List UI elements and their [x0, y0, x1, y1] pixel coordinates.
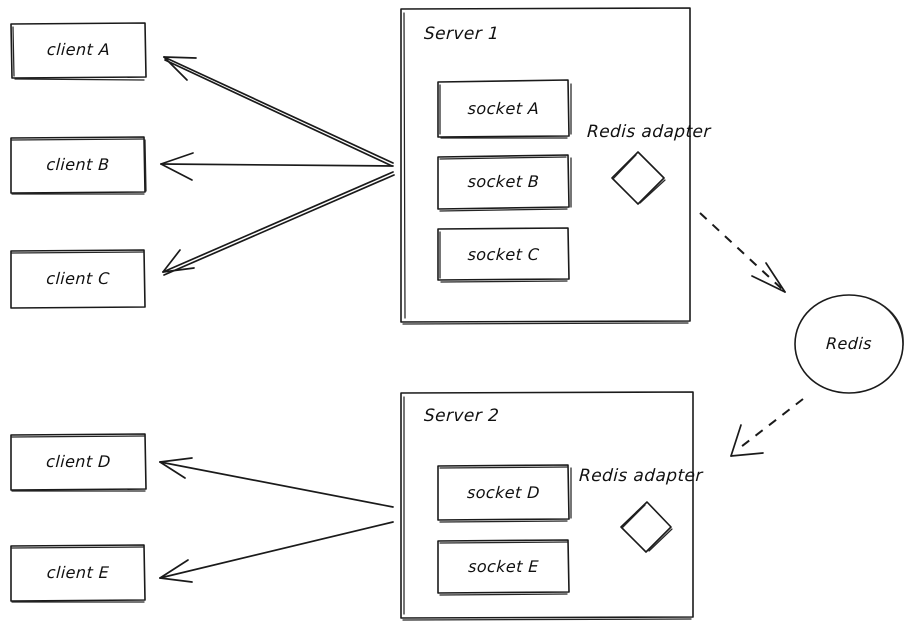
- client-label-client-c: client C: [45, 269, 111, 288]
- client-label-client-e: client E: [46, 563, 110, 582]
- client-box-client-b[interactable]: [10, 136, 147, 195]
- socket-label-socket-e: socket E: [467, 557, 540, 576]
- client-box-client-d[interactable]: [10, 433, 147, 492]
- arrow-server1-adapter-to-redis: [699, 212, 786, 293]
- client-box-client-e[interactable]: [10, 544, 146, 603]
- socket-label-socket-a: socket A: [467, 99, 540, 118]
- client-label-client-d: client D: [45, 452, 112, 471]
- redis-store-label: Redis: [825, 334, 873, 353]
- socket-box-socket-e[interactable]: [437, 539, 570, 596]
- adapter-diamond-server-1[interactable]: [611, 151, 666, 205]
- socket-box-socket-d[interactable]: [437, 464, 572, 523]
- socket-label-socket-d: socket D: [466, 483, 541, 502]
- socket-label-socket-b: socket B: [467, 172, 540, 191]
- adapter-label-server-2: Redis adapter: [578, 466, 704, 486]
- arrow-server1-to-client-b: [160, 152, 394, 181]
- socket-box-socket-b[interactable]: [437, 154, 572, 212]
- arrow-server2-to-client-d: [159, 457, 394, 508]
- redis-store-circle[interactable]: [794, 294, 904, 394]
- client-label-client-a: client A: [46, 40, 111, 59]
- socket-box-socket-a[interactable]: [437, 79, 572, 139]
- socket-label-socket-c: socket C: [467, 245, 540, 264]
- adapter-label-server-1: Redis adapter: [586, 122, 712, 142]
- adapter-diamond-server-2[interactable]: [620, 501, 673, 553]
- arrow-redis-to-server2-adapter: [730, 398, 804, 457]
- server-title-server-1: Server 1: [423, 24, 500, 44]
- arrow-server2-to-client-e: [159, 521, 394, 583]
- client-box-client-c[interactable]: [10, 249, 146, 309]
- client-box-client-a[interactable]: [10, 22, 147, 81]
- socket-box-socket-c[interactable]: [437, 227, 570, 283]
- server-title-server-2: Server 2: [423, 406, 500, 426]
- arrow-server1-to-client-a: [163, 56, 394, 167]
- client-label-client-b: client B: [45, 155, 111, 174]
- arrow-server1-to-client-c: [162, 171, 395, 276]
